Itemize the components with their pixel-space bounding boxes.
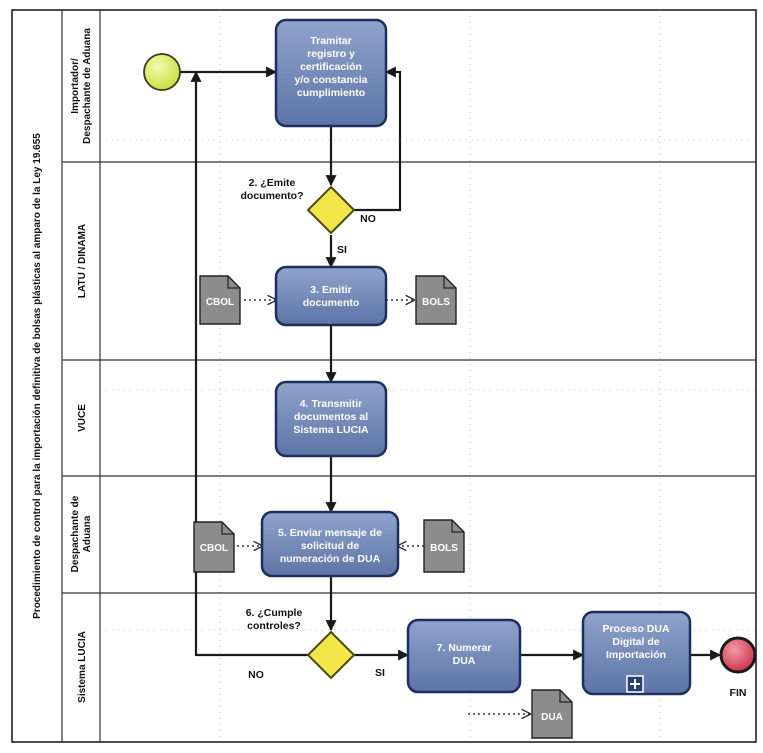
gateway-emite-documento-label-line: 2. ¿Emite — [249, 177, 296, 189]
document-cbol-1: CBOL — [199, 275, 241, 325]
task-enviar-mensaje-label-line: solicitud de — [301, 540, 360, 552]
task-numerar-dua-label-line: DUA — [453, 655, 476, 667]
task-transmitir-documentos-label-line: documentos al — [294, 411, 368, 423]
task-transmitir-documentos-label-line: 4. Transmitir — [300, 398, 362, 410]
document-bols-1: BOLS — [415, 275, 457, 325]
document-bols-2-label: BOLS — [430, 543, 458, 554]
pool-title: Procedimiento de control para la importa… — [32, 133, 43, 619]
task-enviar-mensaje-label-line: 5. Enviar mensaje de — [278, 527, 382, 539]
task-emitir-documento-label-line: documento — [303, 297, 360, 309]
lane-title-latu: LATU / DINAMA — [77, 224, 88, 298]
task-tramitar-label-line: certificación — [300, 61, 362, 73]
task-emitir-documento-label-line: 3. Emitir — [310, 284, 351, 296]
gateway-cumple-controles-label-line: controles? — [247, 620, 301, 632]
lane-title-despachante: Despachante deAduana — [70, 495, 93, 572]
task-transmitir-documentos-label-line: Sistema LUCIA — [293, 424, 369, 436]
task-tramitar-label-line: y/o constancia — [295, 74, 368, 86]
task-numerar-dua-label-line: 7. Numerar — [437, 642, 492, 654]
flow-gateway2-no — [354, 66, 402, 212]
gateway-emite-documento-label-line: documento? — [241, 190, 304, 202]
gateway-cumple-controles-label-line: 6. ¿Cumple — [246, 607, 303, 619]
gateway2-no-label: NO — [360, 213, 376, 225]
lane-title-lucia: Sistema LUCIA — [77, 631, 88, 703]
task-tramitar-label-line: Tramitar — [310, 35, 351, 47]
end-event — [719, 636, 757, 674]
end-event-label: FIN — [730, 687, 747, 699]
lane-title-vuce: VUCE — [77, 404, 88, 432]
document-bols-2: BOLS — [423, 519, 465, 573]
subprocess-expand-icon — [626, 675, 644, 693]
subprocess-dua-digital-label-line: Proceso DUA — [602, 623, 670, 635]
start-event — [143, 53, 181, 91]
subprocess-dua-digital-label-line: Importación — [606, 649, 666, 661]
document-bols-1-label: BOLS — [422, 297, 450, 308]
task-tramitar-label-line: registro y — [307, 48, 355, 60]
task-enviar-mensaje-label-line: numeración de DUA — [280, 553, 381, 565]
document-dua-label: DUA — [541, 712, 563, 723]
flow-gateway6-no — [190, 70, 308, 657]
subprocess-dua-digital-label-line: Digital de — [612, 636, 659, 648]
document-cbol-2: CBOL — [193, 521, 235, 573]
lane-title-importador: Importador/Despachante de Aduana — [70, 28, 93, 144]
task-tramitar-label-line: cumplimiento — [297, 87, 365, 99]
document-cbol-2-label: CBOL — [200, 543, 228, 554]
gateway6-si-label: SI — [375, 667, 385, 679]
document-dua: DUA — [531, 689, 573, 739]
gateway2-si-label: SI — [337, 244, 347, 256]
document-cbol-1-label: CBOL — [206, 297, 234, 308]
gateway6-no-label: NO — [248, 669, 264, 681]
